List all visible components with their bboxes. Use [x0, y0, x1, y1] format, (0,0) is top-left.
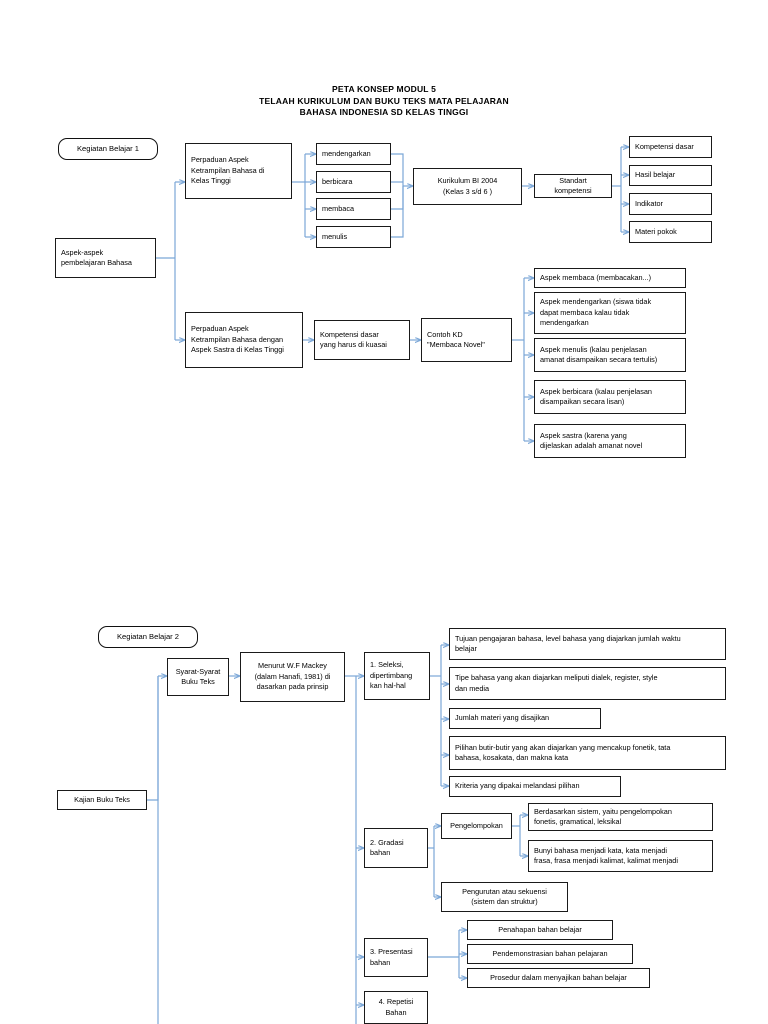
node-skill-menulis[interactable]: menulis	[316, 226, 391, 248]
title-line-3: BAHASA INDONESIA SD KELAS TINGGI	[299, 107, 469, 117]
node-prinsip-1-seleksi[interactable]: 1. Seleksi, dipertimbang kan hal-hal	[364, 652, 430, 700]
badge-kegiatan-belajar-2[interactable]: Kegiatan Belajar 2	[98, 626, 198, 648]
node-indikator[interactable]: Indikator	[629, 193, 712, 215]
node-pengelompokan-child-berdasarkan-sistem[interactable]: Berdasarkan sistem, yaitu pengelompokan …	[528, 803, 713, 831]
node-pengelompokan[interactable]: Pengelompokan	[441, 813, 512, 839]
node-presentasi-child-prosedur[interactable]: Prosedur dalam menyajikan bahan belajar	[467, 968, 650, 988]
node-kurikulum-bi-2004[interactable]: Kurikulum BI 2004 (Kelas 3 s/d 6 )	[413, 168, 522, 205]
node-aspek-mendengarkan[interactable]: Aspek mendengarkan (siswa tidak dapat me…	[534, 292, 686, 334]
node-aspek-membaca[interactable]: Aspek membaca (membacakan...)	[534, 268, 686, 288]
node-aspek-menulis[interactable]: Aspek menulis (kalau penjelasan amanat d…	[534, 338, 686, 372]
badge-kegiatan-belajar-1[interactable]: Kegiatan Belajar 1	[58, 138, 158, 160]
node-contoh-kd-membaca-novel[interactable]: Contoh KD "Membaca Novel"	[421, 318, 512, 362]
node-pengurutan-atau-sekuensi[interactable]: Pengurutan atau sekuensi (sistem dan str…	[441, 882, 568, 912]
node-seleksi-child-jumlah-materi[interactable]: Jumlah materi yang disajikan	[449, 708, 601, 729]
node-materi-pokok[interactable]: Materi pokok	[629, 221, 712, 243]
node-syarat-syarat-buku-teks[interactable]: Syarat-Syarat Buku Teks	[167, 658, 229, 696]
node-presentasi-child-pendemonstrasian[interactable]: Pendemonstrasian bahan pelajaran	[467, 944, 633, 964]
node-skill-berbicara[interactable]: berbicara	[316, 171, 391, 193]
title-line-1: PETA KONSEP MODUL 5	[331, 84, 437, 94]
node-pengelompokan-child-bunyi-bahasa[interactable]: Bunyi bahasa menjadi kata, kata menjadi …	[528, 840, 713, 872]
node-perpaduan-aspek-sastra[interactable]: Perpaduan Aspek Ketrampilan Bahasa denga…	[185, 312, 303, 368]
node-aspek-aspek-pembelajaran-bahasa[interactable]: Aspek-aspek pembelajaran Bahasa	[55, 238, 156, 278]
node-seleksi-child-tujuan-pengajaran[interactable]: Tujuan pengajaran bahasa, level bahasa y…	[449, 628, 726, 660]
node-prinsip-4-repetisi[interactable]: 4. Repetisi Bahan	[364, 991, 428, 1024]
node-standart-kompetensi[interactable]: Standart kompetensi	[534, 174, 612, 198]
node-prinsip-3-presentasi[interactable]: 3. Presentasi bahan	[364, 938, 428, 977]
node-aspek-berbicara[interactable]: Aspek berbicara (kalau penjelasan disamp…	[534, 380, 686, 414]
node-kajian-buku-teks[interactable]: Kajian Buku Teks	[57, 790, 147, 810]
page-title: PETA KONSEP MODUL 5 TELAAH KURIKULUM DAN…	[0, 84, 768, 119]
node-presentasi-child-penahapan[interactable]: Penahapan bahan belajar	[467, 920, 613, 940]
node-seleksi-child-tipe-bahasa[interactable]: Tipe bahasa yang akan diajarkan meliputi…	[449, 667, 726, 700]
node-kompetensi-dasar-dikuasai[interactable]: Kompetensi dasar yang harus di kuasai	[314, 320, 410, 360]
node-menurut-wf-mackey[interactable]: Menurut W.F Mackey (dalam Hanafi, 1981) …	[240, 652, 345, 702]
node-skill-membaca[interactable]: membaca	[316, 198, 391, 220]
node-prinsip-2-gradasi[interactable]: 2. Gradasi bahan	[364, 828, 428, 868]
node-seleksi-child-kriteria[interactable]: Kriteria yang dipakai melandasi pilihan	[449, 776, 621, 797]
node-perpaduan-aspek-ketrampilan-bahasa[interactable]: Perpaduan Aspek Ketrampilan Bahasa di Ke…	[185, 143, 292, 199]
node-seleksi-child-pilihan-butir[interactable]: Pilihan butir-butir yang akan diajarkan …	[449, 736, 726, 770]
node-kompetensi-dasar[interactable]: Kompetensi dasar	[629, 136, 712, 158]
node-skill-mendengarkan[interactable]: mendengarkan	[316, 143, 391, 165]
node-hasil-belajar[interactable]: Hasil belajar	[629, 165, 712, 186]
title-line-2: TELAAH KURIKULUM DAN BUKU TEKS MATA PELA…	[259, 95, 509, 106]
node-aspek-sastra[interactable]: Aspek sastra (karena yang dijelaskan ada…	[534, 424, 686, 458]
